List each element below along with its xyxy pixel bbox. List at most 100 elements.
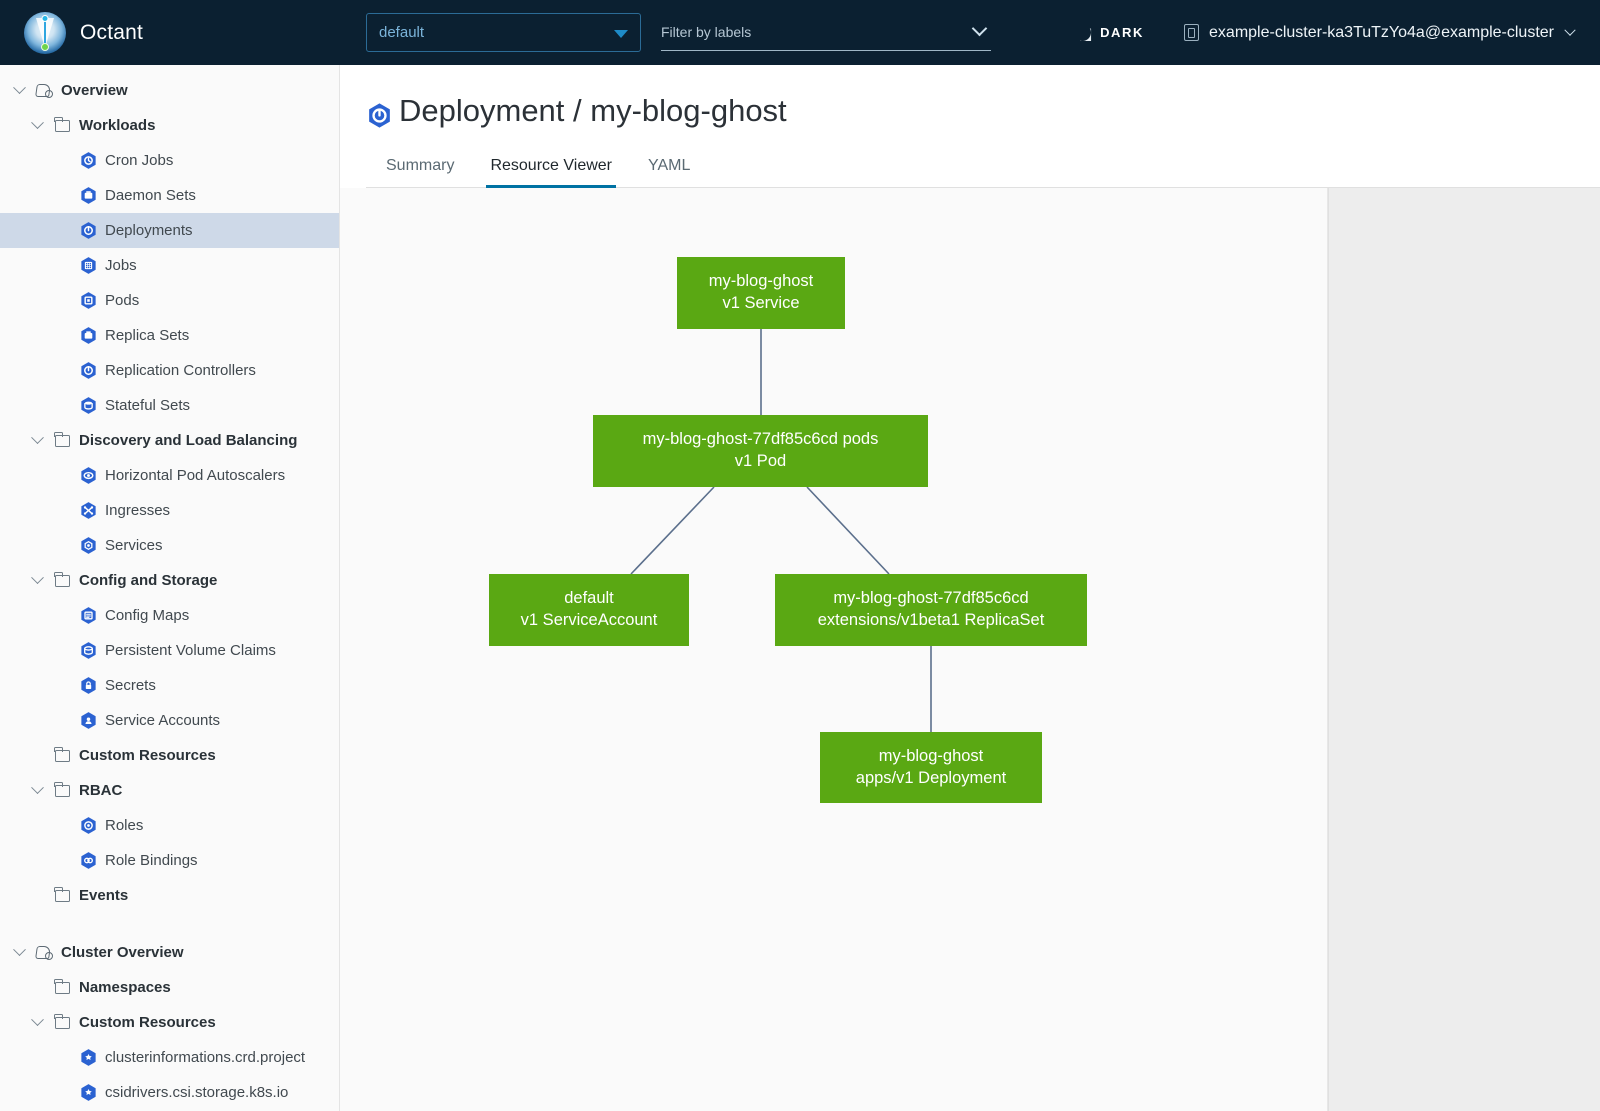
sidebar-item-ingresses[interactable]: Ingresses: [0, 493, 339, 528]
chevron-down-icon[interactable]: [26, 116, 48, 130]
k8s-pod-icon: [74, 291, 102, 310]
sidebar-item-label: Custom Resources: [79, 1014, 216, 1031]
graph-node-line2: extensions/v1beta1 ReplicaSet: [817, 611, 1045, 629]
sidebar-item-label: Pods: [105, 292, 140, 309]
sidebar-item-label: Stateful Sets: [105, 397, 191, 414]
sidebar-item-cron-jobs[interactable]: Cron Jobs: [0, 143, 339, 178]
k8s-crd-icon: [74, 1048, 102, 1067]
k8s-crd-icon: [74, 1083, 102, 1102]
chevron-down-icon: [614, 29, 628, 38]
chevron-down-icon[interactable]: [8, 943, 30, 957]
sidebar-item-events[interactable]: Events: [0, 878, 339, 913]
sidebar-item-service-accounts[interactable]: Service Accounts: [0, 703, 339, 738]
sidebar-item-custom-resources[interactable]: Custom Resources: [0, 738, 339, 773]
chevron-down-icon[interactable]: [971, 20, 988, 36]
sidebar-item-rbac[interactable]: RBAC: [0, 773, 339, 808]
page-title: Deployment / my-blog-ghost: [366, 93, 1600, 129]
sidebar-item-discovery-and-load-balancing[interactable]: Discovery and Load Balancing: [0, 423, 339, 458]
sidebar-item-label: Service Accounts: [105, 712, 221, 729]
graph-node-line1: my-blog-ghost: [878, 746, 984, 765]
k8s-secret-icon: [74, 676, 102, 695]
sidebar-item-csidrivers-csi-storage-k8s-io[interactable]: csidrivers.csi.storage.k8s.io: [0, 1075, 339, 1110]
tab-resource-viewer[interactable]: Resource Viewer: [472, 149, 630, 188]
resource-detail-panel[interactable]: [1328, 188, 1600, 1111]
graph-node-line1: my-blog-ghost: [708, 272, 814, 291]
sidebar-item-secrets[interactable]: Secrets: [0, 668, 339, 703]
sidebar-item-label: Deployments: [105, 222, 193, 239]
chevron-down-icon[interactable]: [26, 431, 48, 445]
sidebar-item-persistent-volume-claims[interactable]: Persistent Volume Claims: [0, 633, 339, 668]
sidebar-item-services[interactable]: Services: [0, 528, 339, 563]
sidebar-item-label: Role Bindings: [105, 852, 198, 869]
sidebar-item-label: Replication Controllers: [105, 362, 256, 379]
sidebar-item-daemon-sets[interactable]: Daemon Sets: [0, 178, 339, 213]
theme-toggle-button[interactable]: DARK: [1052, 24, 1166, 41]
graph-edge-pod-to-serviceaccount: [630, 486, 715, 575]
k8s-service-icon: [74, 536, 102, 555]
main-content: Deployment / my-blog-ghost Summary Resour…: [340, 65, 1600, 1111]
folder-icon: [48, 116, 76, 132]
top-header: Octant default Filter by labels DARK exa…: [0, 0, 1600, 65]
chevron-down-icon[interactable]: [26, 571, 48, 585]
sidebar-item-label: Horizontal Pod Autoscalers: [105, 467, 286, 484]
graph-node-replicaset[interactable]: my-blog-ghost-77df85c6cd extensions/v1bet…: [775, 574, 1087, 646]
namespace-select[interactable]: default: [366, 13, 641, 52]
chevron-down-icon: [1564, 24, 1576, 36]
k8s-statefulset-icon: [74, 396, 102, 415]
k8s-role-icon: [74, 816, 102, 835]
k8s-deployment-icon: [366, 102, 390, 128]
sidebar-item-label: Custom Resources: [79, 747, 216, 764]
sidebar-item-jobs[interactable]: Jobs: [0, 248, 339, 283]
sidebar-item-overview[interactable]: Overview: [0, 73, 339, 108]
moon-icon: [1074, 24, 1091, 41]
k8s-replicaset-icon: [74, 326, 102, 345]
sidebar-item-cluster-overview[interactable]: Cluster Overview: [0, 935, 339, 970]
sidebar-item-config-and-storage[interactable]: Config and Storage: [0, 563, 339, 598]
sidebar-item-clusterinformations-crd-project[interactable]: clusterinformations.crd.project: [0, 1040, 339, 1075]
sidebar-item-label: Cluster Overview: [61, 944, 184, 961]
sidebar-item-custom-resources[interactable]: Custom Resources: [0, 1005, 339, 1040]
sidebar-item-config-maps[interactable]: Config Maps: [0, 598, 339, 633]
cluster-selector[interactable]: example-cluster-ka3TuTzYo4a@example-clus…: [1166, 24, 1582, 42]
sidebar-item-label: Namespaces: [79, 979, 171, 996]
sidebar-item-roles[interactable]: Roles: [0, 808, 339, 843]
tab-summary[interactable]: Summary: [386, 157, 455, 174]
cluster-icon: [1184, 24, 1200, 41]
labels-filter-input[interactable]: Filter by labels: [661, 15, 991, 51]
sidebar-item-label: Services: [105, 537, 163, 554]
sidebar-item-label: Jobs: [105, 257, 137, 274]
tab-bar[interactable]: Summary Resource Viewer YAML: [366, 149, 1600, 188]
sidebar-item-label: Ingresses: [105, 502, 171, 519]
sidebar-item-label: Persistent Volume Claims: [105, 642, 276, 659]
brand[interactable]: Octant: [0, 11, 340, 54]
sidebar-item-replica-sets[interactable]: Replica Sets: [0, 318, 339, 353]
sidebar-item-label: Roles: [105, 817, 144, 834]
namespace-value: default: [379, 24, 425, 41]
sidebar-item-label: Secrets: [105, 677, 156, 694]
sidebar-item-label: RBAC: [79, 782, 123, 799]
chevron-down-icon[interactable]: [8, 81, 30, 95]
sidebar-item-role-bindings[interactable]: Role Bindings: [0, 843, 339, 878]
chevron-down-icon[interactable]: [26, 781, 48, 795]
sidebar-item-workloads[interactable]: Workloads: [0, 108, 339, 143]
sidebar-item-horizontal-pod-autoscalers[interactable]: Horizontal Pod Autoscalers: [0, 458, 339, 493]
chevron-down-icon[interactable]: [26, 1013, 48, 1027]
sidebar-item-replication-controllers[interactable]: Replication Controllers: [0, 353, 339, 388]
graph-node-line1: my-blog-ghost-77df85c6cd: [833, 589, 1029, 608]
sidebar-item-label: clusterinformations.crd.project: [105, 1049, 306, 1066]
tab-yaml[interactable]: YAML: [648, 157, 691, 174]
sidebar-item-namespaces[interactable]: Namespaces: [0, 970, 339, 1005]
page-title-text: Deployment / my-blog-ghost: [399, 93, 787, 128]
sidebar-item-deployments[interactable]: Deployments: [0, 213, 339, 248]
sidebar-item-pods[interactable]: Pods: [0, 283, 339, 318]
sidebar-item-stateful-sets[interactable]: Stateful Sets: [0, 388, 339, 423]
